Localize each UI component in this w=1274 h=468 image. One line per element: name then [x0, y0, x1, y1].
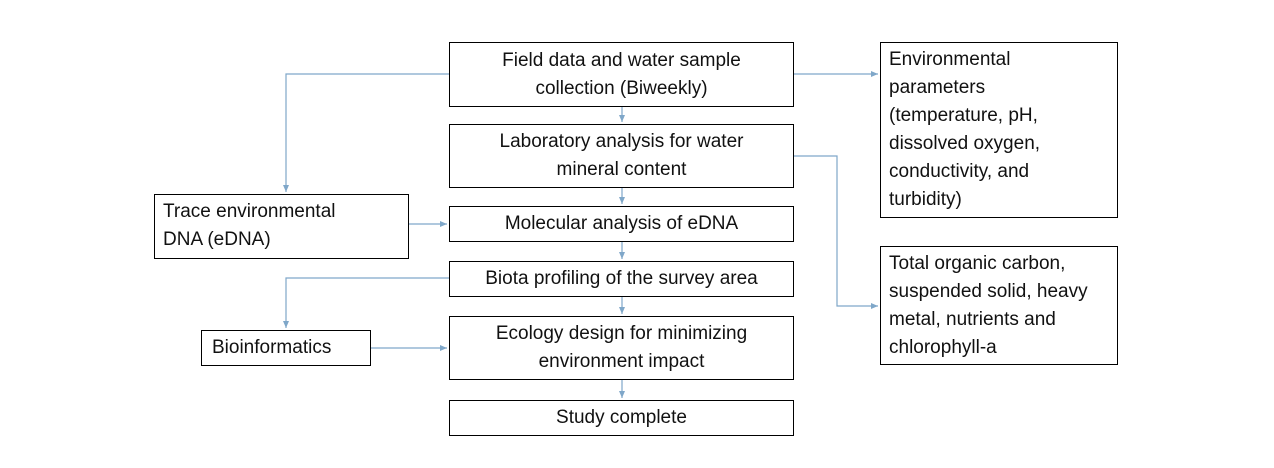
lab-analysis-box: Laboratory analysis for water mineral co…: [449, 124, 794, 188]
total-organic-carbon-label: Total organic carbon, suspended solid, h…: [889, 253, 1088, 358]
ecology-design-label: Ecology design for minimizing environmen…: [495, 323, 748, 372]
lab-analysis-label: Laboratory analysis for water mineral co…: [499, 131, 744, 180]
biota-profiling-label: Biota profiling of the survey area: [485, 268, 758, 289]
arrow-field-to-trace: [283, 73, 449, 192]
total-organic-carbon-box: Total organic carbon, suspended solid, h…: [880, 246, 1118, 365]
bioinformatics-label: Bioinformatics: [212, 337, 332, 358]
arrow-lab-to-toc: [794, 155, 878, 309]
molecular-analysis-box: Molecular analysis of eDNA: [449, 206, 794, 242]
environmental-parameters-label: Environmental parameters (temperature, p…: [889, 49, 1041, 210]
study-complete-label: Study complete: [556, 407, 687, 428]
study-complete-box: Study complete: [449, 400, 794, 436]
molecular-analysis-label: Molecular analysis of eDNA: [504, 213, 739, 234]
bioinformatics-box: Bioinformatics: [201, 330, 371, 366]
field-data-box: Field data and water sample collection (…: [449, 42, 794, 107]
ecology-design-box: Ecology design for minimizing environmen…: [449, 316, 794, 380]
environmental-parameters-box: Environmental parameters (temperature, p…: [880, 42, 1118, 218]
field-data-label: Field data and water sample collection (…: [502, 49, 741, 99]
trace-edna-label: Trace environmental DNA (eDNA): [163, 201, 336, 250]
trace-edna-box: Trace environmental DNA (eDNA): [154, 194, 409, 259]
arrow-biota-to-bioinfo: [283, 277, 449, 328]
biota-profiling-box: Biota profiling of the survey area: [449, 261, 794, 297]
